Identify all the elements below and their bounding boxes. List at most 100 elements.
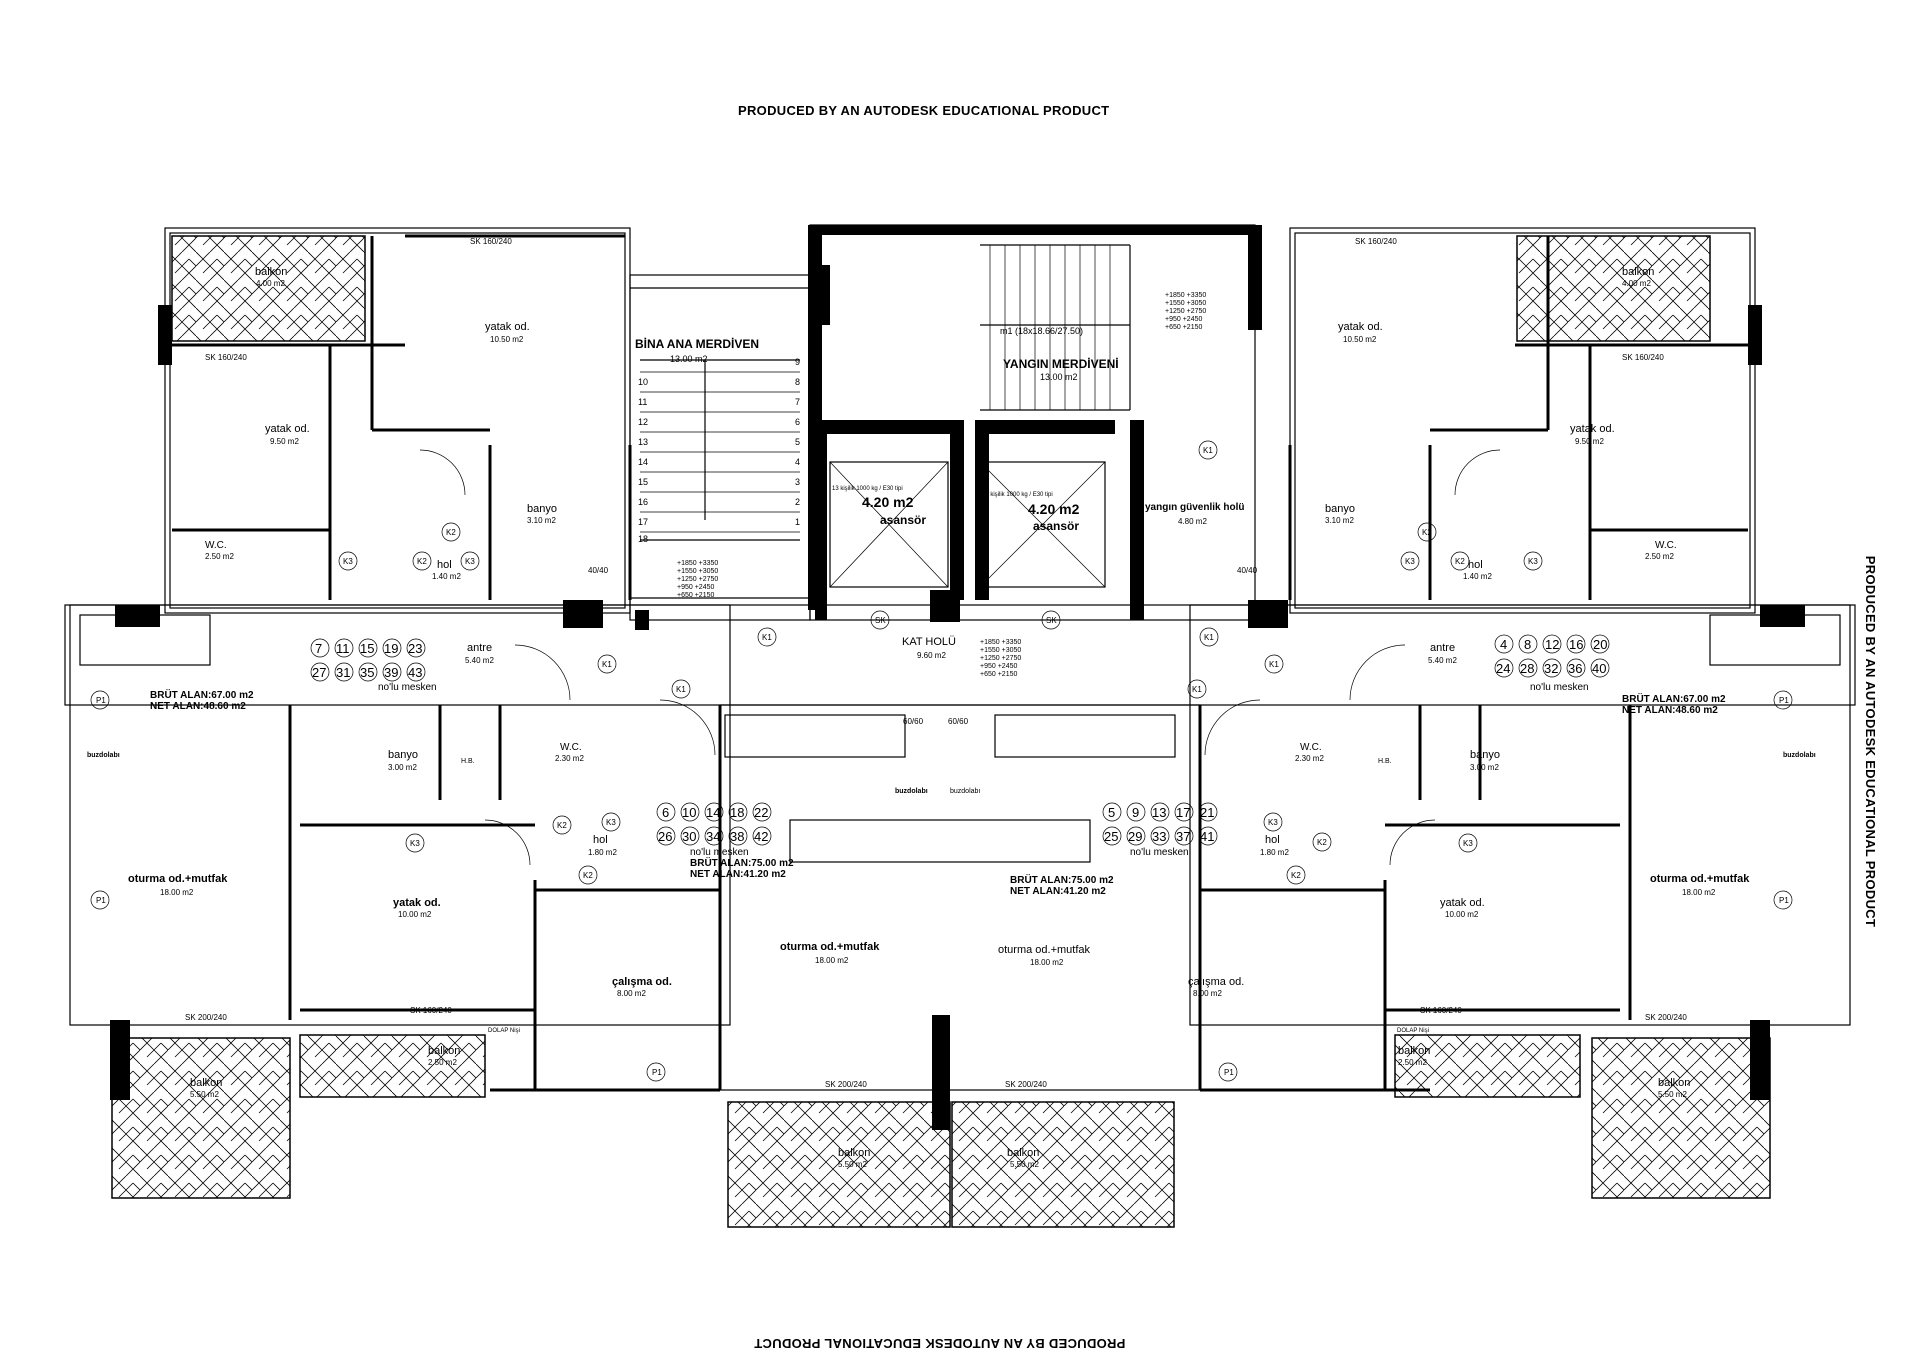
unit-number: 19	[384, 641, 398, 656]
stair-num: 7	[795, 397, 800, 407]
door-tag: K1	[1203, 446, 1213, 455]
ne-entry-area: 5.40 m2	[1428, 656, 1457, 665]
se-window: SK 160/240	[1420, 1006, 1462, 1015]
elev-c1: +1850 +3350	[980, 639, 1021, 646]
nw-balcony: balkon	[255, 266, 287, 278]
ne-bed2: yatak od.	[1570, 423, 1615, 435]
nw-bed1-area: 10.50 m2	[490, 335, 524, 344]
se-balcony-large-area: 5.50 m2	[1658, 1090, 1687, 1099]
sw-bath-area: 3.00 m2	[388, 763, 417, 772]
door-tag: K1	[1192, 685, 1202, 694]
elev-1: +1850 +3350	[677, 560, 718, 567]
se-living: oturma od.+mutfak	[998, 944, 1091, 956]
floor-hall-label: KAT HOLÜ	[902, 636, 956, 648]
stair-num: 10	[638, 377, 648, 387]
unit-nw-numbers: 7 11 15 19 23 27 31 35 39 43	[310, 638, 426, 682]
ne-bed2-area: 9.50 m2	[1575, 437, 1604, 446]
sw-wc: W.C.	[560, 742, 582, 753]
balcony-se-small	[1394, 1034, 1581, 1098]
shaft-small-left: 60/60	[903, 717, 924, 726]
se-study: çalışma od.	[1188, 976, 1244, 988]
ne-hall: hol	[1468, 559, 1483, 571]
door-tag: P1	[1779, 896, 1789, 905]
door-tag: K2	[446, 528, 456, 537]
se-bath: banyo	[1470, 749, 1500, 761]
door-swings	[419, 449, 1501, 866]
door-tag: K2	[583, 871, 593, 880]
stair-num: 12	[638, 417, 648, 427]
unit-number: 24	[1496, 661, 1510, 676]
se-fridge2: buzdolabı	[950, 788, 980, 795]
nw-wc: W.C.	[205, 540, 227, 551]
unit-number: 11	[336, 641, 350, 656]
lift-left-area: 4.20 m2	[862, 494, 914, 510]
nw-bed1: yatak od.	[485, 321, 530, 333]
sw-bed-area: 10.00 m2	[398, 910, 432, 919]
watermark-top: PRODUCED BY AN AUTODESK EDUCATIONAL PROD…	[738, 103, 1110, 118]
sw-closet: DOLAP Nişi	[488, 1028, 520, 1034]
unit-nw-labels: balkon 4.00 m2 yatak od. 10.50 m2 yatak …	[128, 237, 557, 897]
nw-entry-area: 5.40 m2	[465, 656, 494, 665]
se-study-area: 8.00 m2	[1193, 989, 1222, 998]
se-window3: SK 200/240	[1005, 1080, 1047, 1089]
unit-number: 27	[312, 665, 326, 680]
nw-window2: SK 160/240	[205, 353, 247, 362]
fire-stair-title: YANGIN MERDİVENİ	[1003, 356, 1119, 371]
unit-number: 6	[662, 805, 669, 820]
stair-num: 16	[638, 497, 648, 507]
core-labels: BİNA ANA MERDİVEN 13.00 m2 YANGIN MERDİV…	[588, 292, 1258, 726]
elev-2: +1550 +3050	[677, 568, 718, 575]
fire-stair-treads	[980, 245, 1130, 410]
door-tag: K1	[602, 660, 612, 669]
stair-num: 15	[638, 477, 648, 487]
door-tag: K2	[417, 557, 427, 566]
se-net: NET ALAN:41.20 m2	[1010, 886, 1106, 897]
unit-se-numbers: 5 9 13 17 21 25 29 33 37 41	[1102, 802, 1218, 846]
stair-num: 4	[795, 457, 800, 467]
main-stair-area: 13.00 m2	[670, 354, 708, 364]
unit-number: 17	[1176, 805, 1190, 820]
se-balcony-large: balkon	[1658, 1077, 1690, 1089]
ne-window2: SK 160/240	[1622, 353, 1664, 362]
unit-number: 14	[706, 805, 720, 820]
ne-bath: banyo	[1325, 503, 1355, 515]
elev-c3: +1250 +2750	[980, 655, 1021, 662]
se-bed: yatak od.	[1440, 897, 1485, 909]
balcony-sw-small	[299, 1034, 486, 1098]
ne-bath-area: 3.10 m2	[1325, 516, 1354, 525]
unit-number: 4	[1500, 637, 1507, 652]
lift-right-label: asansör	[1033, 519, 1079, 533]
ne-brut: BRÜT ALAN:67.00 m2	[1622, 692, 1726, 705]
stair-num: 17	[638, 517, 648, 527]
elev-r1: +1850 +3350	[1165, 292, 1206, 299]
door-tag: K3	[343, 557, 353, 566]
ne-balcony-area: 4.00 m2	[1622, 279, 1651, 288]
sw-hall-area: 1.80 m2	[588, 848, 617, 857]
elevators	[829, 461, 1106, 588]
ne-balcony: balkon	[1622, 266, 1654, 278]
se-brut: BRÜT ALAN:75.00 m2	[1010, 873, 1114, 886]
ne-net: NET ALAN:48.60 m2	[1622, 705, 1718, 716]
nw-living-area: 18.00 m2	[160, 888, 194, 897]
se-balcony-small-area: 2.50 m2	[1398, 1058, 1427, 1067]
sw-hall: hol	[593, 834, 608, 846]
nw-window: SK 160/240	[470, 237, 512, 246]
unit-number: 36	[1568, 661, 1582, 676]
unit-number: 34	[706, 829, 720, 844]
main-stair-numbers: 10 11 12 13 14 15 16 17 18 9 8 7 6 5 4 3…	[638, 357, 800, 544]
ne-living-area: 18.00 m2	[1682, 888, 1716, 897]
nw-net: NET ALAN:48.60 m2	[150, 701, 246, 712]
elev-c2: +1550 +3050	[980, 647, 1021, 654]
sw-fridge: buzdolabı	[87, 752, 120, 759]
unit-number: 29	[1128, 829, 1142, 844]
sw-balcony-small-area: 2.50 m2	[428, 1058, 457, 1067]
sw-living: oturma od.+mutfak	[780, 941, 880, 953]
stair-num: 1	[795, 517, 800, 527]
elev-r5: +650 +2150	[1165, 324, 1202, 331]
stair-num: 6	[795, 417, 800, 427]
elev-5: +650 +2150	[677, 592, 714, 599]
unit-number: 32	[1544, 661, 1558, 676]
unit-number: 18	[730, 805, 744, 820]
s-balcony-left: balkon	[838, 1147, 870, 1159]
door-tag: K2	[1291, 871, 1301, 880]
